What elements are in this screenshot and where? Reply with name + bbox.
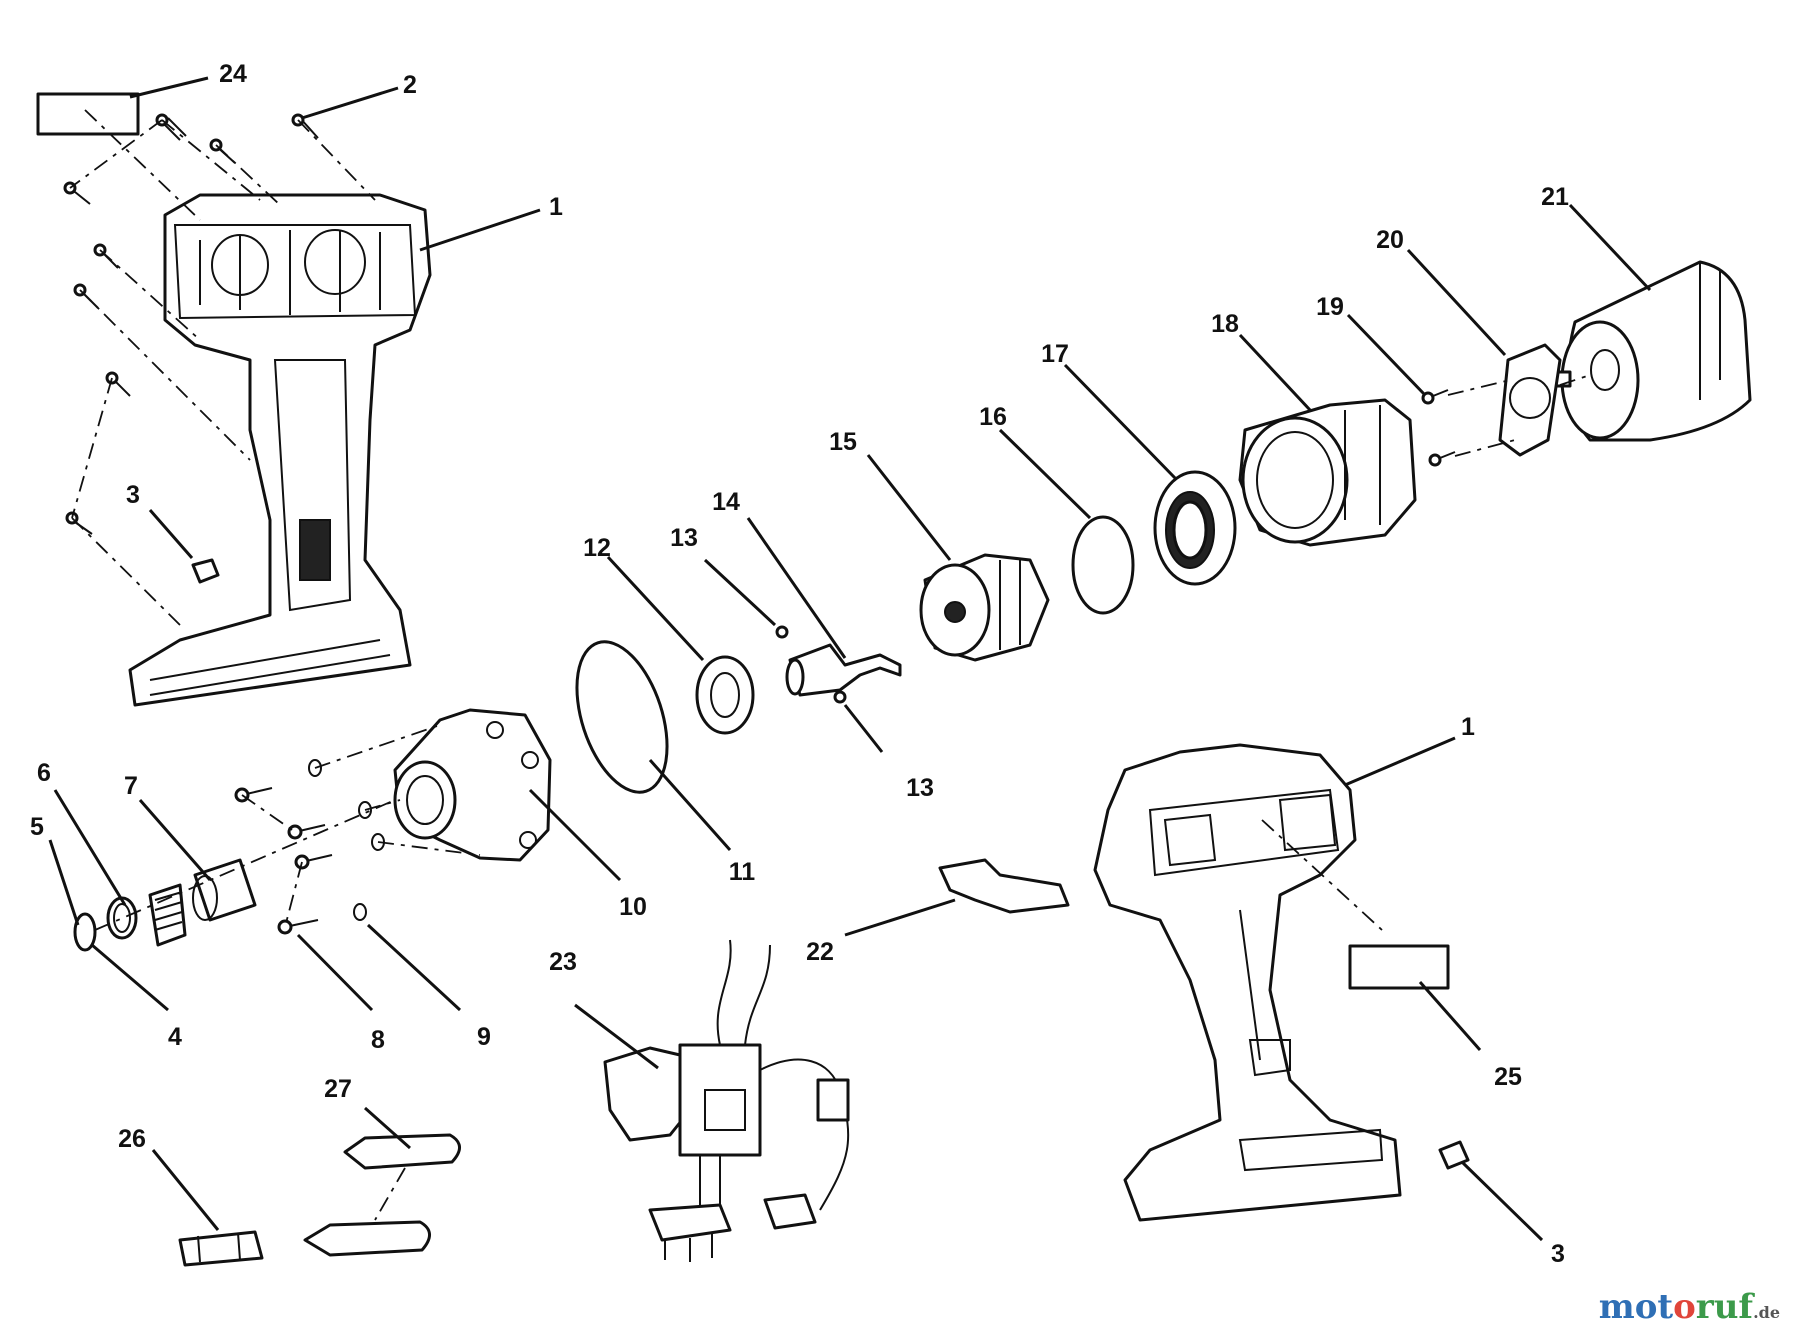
part-label: 1 — [549, 193, 563, 221]
switch-assembly-part-23 — [603, 939, 850, 1262]
part-label: 12 — [583, 534, 611, 562]
washer-part-12 — [695, 655, 755, 735]
bits-parts-26-27 — [178, 1133, 461, 1267]
part-label: 23 — [549, 948, 577, 976]
motor-plate-part-20 — [1498, 343, 1562, 457]
planetary-carrier-part-15 — [919, 553, 1050, 662]
part-label: 1 — [1461, 713, 1475, 741]
part-label: 3 — [126, 481, 140, 509]
screws-and-rings-parts-8-9 — [234, 724, 481, 935]
watermark-part: mot — [1598, 1287, 1674, 1327]
part-label: 3 — [1551, 1240, 1565, 1268]
part-label: 14 — [712, 488, 740, 516]
part-label: 21 — [1541, 183, 1569, 211]
o-ring-part-11 — [575, 640, 669, 794]
housing-left-half — [128, 193, 432, 707]
gear-housing-part-18 — [1238, 398, 1417, 547]
part-label: 5 — [30, 813, 44, 841]
screws-part-19 — [1421, 374, 1591, 467]
clip-part-3-right — [1438, 1140, 1470, 1170]
ball-part-13-upper — [775, 625, 789, 639]
clip-part-3-left — [191, 558, 220, 584]
watermark-part: ruf — [1695, 1287, 1754, 1327]
part-label: 8 — [371, 1026, 385, 1054]
switch-actuator-part-22 — [938, 858, 1070, 914]
part-label: 17 — [1041, 340, 1069, 368]
part-label: 9 — [477, 1023, 491, 1051]
part-label: 19 — [1316, 293, 1344, 321]
part-label: 26 — [118, 1125, 146, 1153]
part-label: 10 — [619, 893, 647, 921]
label-plate-25 — [1348, 944, 1450, 990]
part-label: 20 — [1376, 226, 1404, 254]
label-plate-24 — [36, 92, 201, 221]
part-label: 24 — [219, 60, 247, 88]
watermark-part: o — [1673, 1287, 1696, 1327]
retaining-ring-part-16 — [1071, 515, 1135, 615]
part-label: 18 — [1211, 310, 1239, 338]
part-label: 4 — [168, 1023, 182, 1051]
part-label: 11 — [729, 858, 756, 886]
part-label: 13 — [670, 524, 698, 552]
part-label: 25 — [1494, 1063, 1522, 1091]
watermark-logo: motoruf.de — [1599, 1287, 1780, 1327]
ring-gear-part-17 — [1153, 470, 1237, 586]
housing-screws — [63, 113, 376, 626]
part-label: 2 — [403, 71, 417, 99]
part-number-labels: 24 2 1 3 21 20 19 18 17 16 15 14 13 12 1… — [30, 60, 1569, 1268]
leader-lines — [48, 76, 1652, 1242]
part-label: 15 — [829, 428, 857, 456]
part-label: 13 — [906, 774, 934, 802]
ball-part-13-lower — [833, 690, 847, 704]
part-label: 22 — [806, 938, 834, 966]
part-label: 16 — [979, 403, 1007, 431]
gear-case-part-10 — [393, 708, 552, 862]
watermark-part: .de — [1753, 1303, 1780, 1322]
chuck-parts-4-7 — [73, 799, 396, 952]
motor-part-21 — [1528, 260, 1752, 442]
spindle-part-14 — [785, 643, 902, 697]
part-label: 7 — [124, 772, 138, 800]
part-label: 27 — [324, 1075, 352, 1103]
part-label: 6 — [37, 759, 51, 787]
